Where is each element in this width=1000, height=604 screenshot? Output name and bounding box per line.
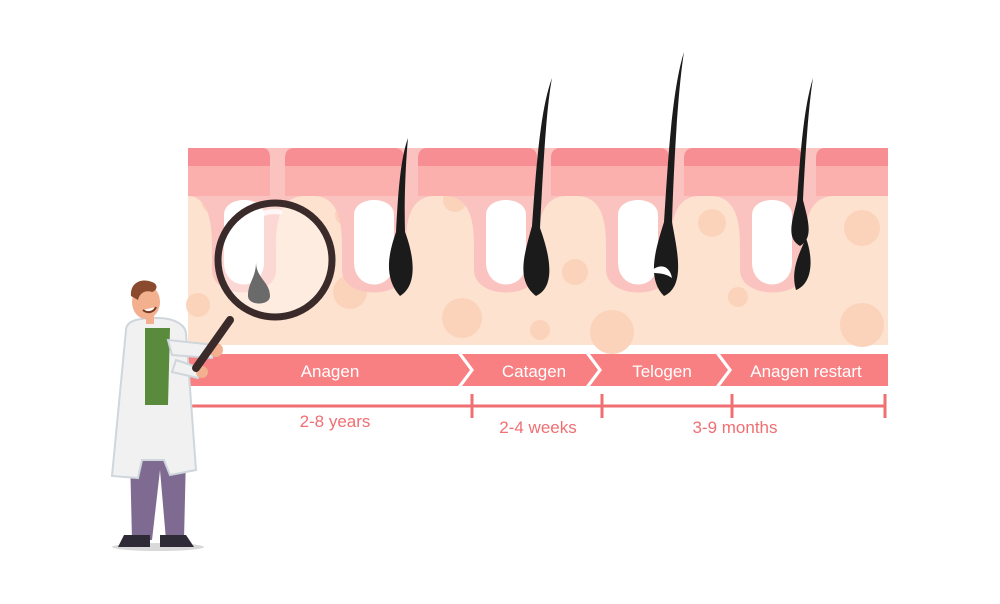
hairs [248, 52, 813, 304]
hair-anagen-restart-old [791, 78, 813, 246]
phase-arrow-catagen [462, 354, 598, 386]
follicle-3 [486, 200, 526, 285]
hair-catagen [523, 78, 552, 296]
follicle-2 [354, 200, 394, 285]
duration-label-telogen: 3-9 months [692, 418, 778, 437]
skin-surface [188, 148, 888, 168]
duration-label-anagen: 2-8 years [299, 412, 371, 431]
phase-label-anagen: Anagen [300, 362, 360, 381]
phase-arrow-anagen-restart [720, 354, 888, 386]
hair-anagen-early [248, 262, 270, 304]
magnifier-icon [192, 199, 336, 372]
hair-anagen-growing [388, 138, 413, 296]
hair-telogen-club [650, 266, 672, 278]
follicle-cavities [224, 200, 792, 285]
skin-surface-lower [188, 166, 888, 196]
duration-label-catagen: 2-4 weeks [499, 418, 577, 437]
follicle-5 [752, 200, 792, 285]
phase-arrow-telogen [590, 354, 728, 386]
phase-arrow-anagen [188, 354, 470, 386]
hair-telogen [653, 52, 684, 296]
follicle-4 [618, 200, 658, 285]
phase-band [188, 354, 888, 386]
hair-anagen-restart-new [794, 238, 811, 290]
doctor-character [110, 280, 223, 551]
phase-label-telogen: Telogen [632, 362, 692, 381]
phase-label-catagen: Catagen [501, 362, 567, 381]
phase-label-anagen-restart: Anagen restart [750, 362, 862, 381]
